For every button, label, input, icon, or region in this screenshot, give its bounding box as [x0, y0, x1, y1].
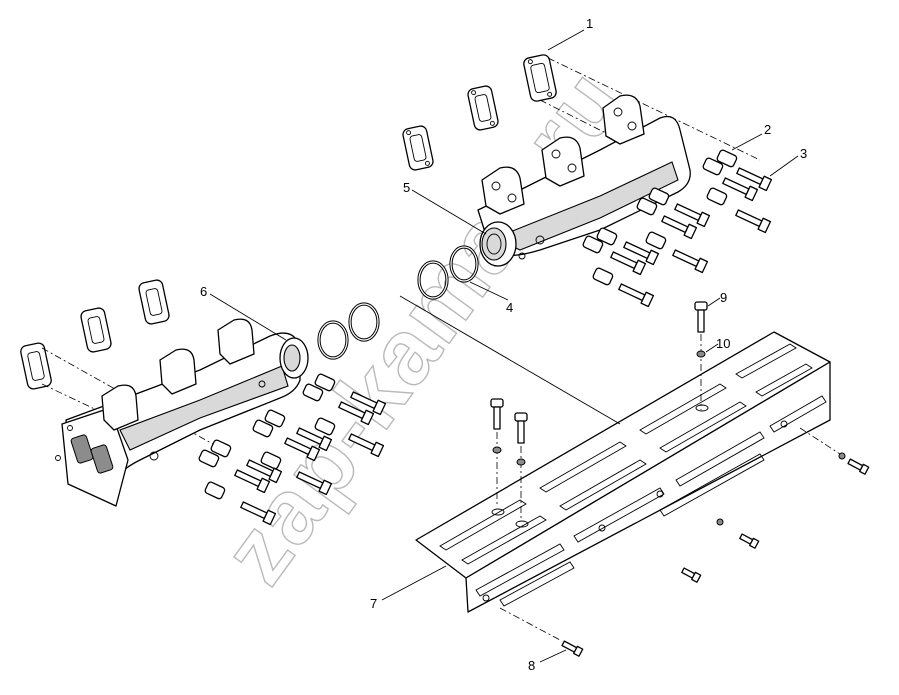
- seal-rings: [317, 245, 479, 360]
- assembly-line: [399, 295, 621, 425]
- shield-fasteners: [490, 301, 870, 657]
- callout-2: 2: [764, 122, 771, 137]
- callout-8: 8: [528, 658, 535, 673]
- fastener-group-front: [198, 373, 387, 526]
- callout-9: 9: [720, 290, 727, 305]
- callout-labels: 1 2 3 4 5 6 7 8 9 10: [200, 16, 807, 673]
- manifold-front: [20, 279, 309, 507]
- callout-5: 5: [403, 180, 410, 195]
- callout-4: 4: [506, 300, 513, 315]
- manifold-rear: [402, 54, 761, 267]
- callout-10: 10: [716, 336, 730, 351]
- fastener-group-rear: [582, 149, 773, 308]
- shield-slots-top: [439, 343, 813, 565]
- callout-3: 3: [800, 146, 807, 161]
- bolt-9: [694, 301, 708, 410]
- gasket-group-rear: [402, 54, 557, 171]
- callout-leaders: [209, 29, 799, 663]
- callout-6: 6: [200, 284, 207, 299]
- callout-1: 1: [586, 16, 593, 31]
- washer-10: [696, 350, 706, 358]
- heat-shield: [415, 331, 831, 613]
- shield-slots-front: [475, 395, 827, 607]
- callout-7: 7: [370, 596, 377, 611]
